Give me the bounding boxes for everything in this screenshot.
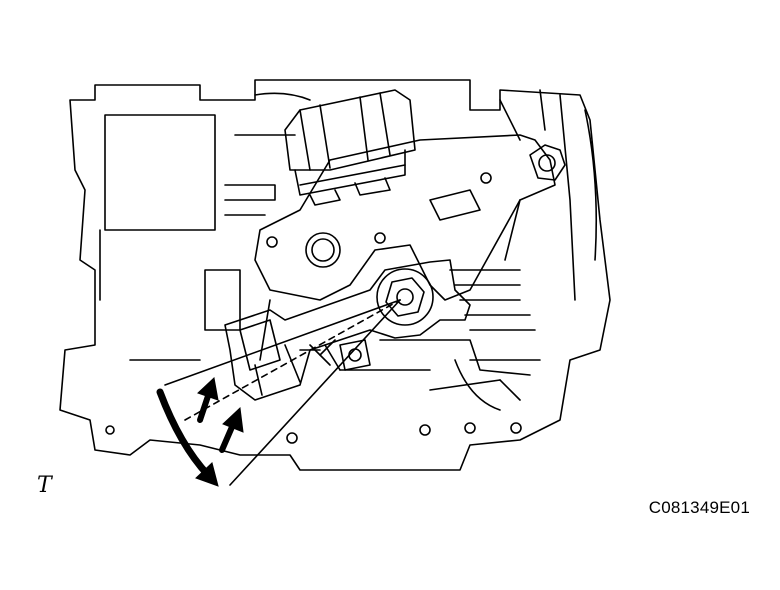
transmission-case <box>59 79 611 471</box>
shift-lever <box>224 259 471 401</box>
travel-lines <box>164 299 401 486</box>
figure-code: C081349E01 <box>648 498 750 517</box>
lever-nut <box>376 268 434 326</box>
electrical-connector <box>284 89 416 206</box>
park-neutral-switch <box>254 134 556 301</box>
mounting-bolt <box>529 144 566 181</box>
corner-letter: T <box>37 473 52 498</box>
pivot-bolt <box>339 339 371 371</box>
rotation-arrows-icon <box>156 377 244 487</box>
